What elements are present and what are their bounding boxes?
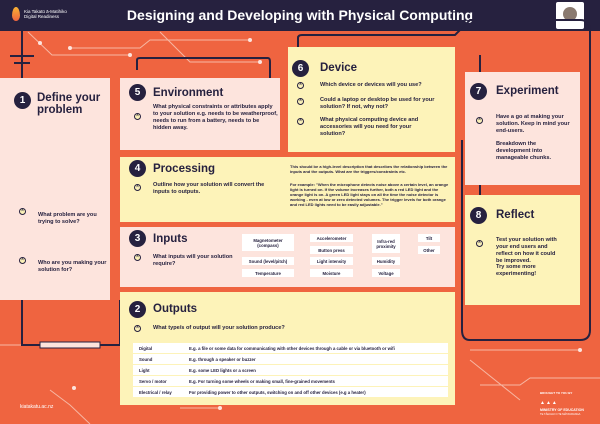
logo-line1: Kia Takatū ā-Matihiko <box>24 9 67 14</box>
processing-text: Outline how your solution will convert t… <box>153 182 265 195</box>
checkpoint-icon: × <box>134 184 141 191</box>
output-name: Servo / motor <box>139 378 167 384</box>
checkpoint-icon: × <box>476 240 483 247</box>
processing-note-2: For example: "When the microphone detect… <box>290 182 449 207</box>
step-number: 8 <box>470 207 487 224</box>
logo-line2: Digital Readiness <box>24 14 60 19</box>
step-define-panel <box>0 78 110 300</box>
checkpoint-icon: × <box>476 117 483 124</box>
output-name: Light <box>139 367 150 373</box>
output-row: Sound E.g. through a speaker or buzzer <box>133 354 448 364</box>
reflect-text-2: Try some more experimenting! <box>496 264 537 277</box>
step-title: Experiment <box>496 85 559 97</box>
step-number: 7 <box>470 83 487 100</box>
checkpoint-icon: × <box>297 118 304 125</box>
define-question-2: Who are you making your solution for? <box>38 260 107 273</box>
website-link[interactable]: kiatakatu.ac.nz <box>20 404 54 410</box>
step-number: 4 <box>129 160 146 177</box>
step-number: 1 <box>14 92 31 109</box>
experiment-text-1: Have a go at making your solution. Keep … <box>496 114 570 134</box>
output-name: Digital <box>139 345 153 351</box>
experiment-text-2: Breakdown the development into manageabl… <box>496 141 552 161</box>
input-chip: Button press <box>310 246 353 254</box>
output-row: Light E.g. some LED lights or a screen <box>133 365 448 375</box>
step-title: Define your problem <box>37 92 101 116</box>
device-question-3: What physical computing device and acces… <box>320 117 419 137</box>
brought-by-label: BROUGHT TO YOU BY <box>540 391 573 395</box>
input-chip: Tilt <box>418 234 440 242</box>
define-question-1: What problem are you trying to solve? <box>38 212 97 225</box>
step-number: 3 <box>129 230 146 247</box>
outputs-text: What type/s of output will your solution… <box>153 325 285 331</box>
inputs-text: What inputs will your solution require? <box>153 254 233 267</box>
output-desc: E.g. a file or some data for communicati… <box>189 345 395 351</box>
moe-crown-icon: ▲▲▲ <box>540 400 558 406</box>
input-chip: Light intensity <box>310 257 353 265</box>
step-number: 5 <box>129 84 146 101</box>
checkpoint-icon: × <box>19 208 26 215</box>
output-desc: E.g. through a speaker or buzzer <box>189 356 256 362</box>
input-chip: Temperature <box>242 269 294 277</box>
step-title: Inputs <box>153 233 188 245</box>
output-name: Sound <box>139 356 153 362</box>
ministry-name: MINISTRY OF EDUCATION <box>540 408 584 412</box>
output-desc: For providing power to other outputs, sw… <box>189 389 366 395</box>
step-title: Outputs <box>153 303 198 315</box>
page-title: Designing and Developing with Physical C… <box>126 7 474 23</box>
step-environment-panel <box>120 78 280 150</box>
step-title: Environment <box>153 87 224 99</box>
ministry-maori-name: TE TĀHUHU O TE MĀTAURANGA <box>540 413 581 416</box>
device-question-1: Which device or devices will you use? <box>320 82 422 88</box>
output-name: Electrical / relay <box>139 389 172 395</box>
output-desc: E.g. some LED lights or a screen <box>189 367 256 373</box>
input-chip: Magnetometer (compass) <box>242 234 294 251</box>
output-row: Electrical / relay For providing power to… <box>133 387 448 397</box>
processing-note-1: This should be a high-level description … <box>290 164 448 174</box>
checkpoint-icon: × <box>134 113 141 120</box>
device-question-2: Could a laptop or desktop be used for yo… <box>320 97 435 110</box>
output-row: Servo / motor E.g. For turning some wheel… <box>133 376 448 386</box>
output-desc: E.g. For turning some wheels or making s… <box>189 378 335 384</box>
input-chip: Infra-red proximity <box>372 234 400 253</box>
input-chip: Other <box>418 246 440 254</box>
avatar <box>556 2 584 29</box>
input-chip: Moisture <box>310 269 353 277</box>
step-number: 6 <box>292 60 309 77</box>
input-chip: Humidity <box>372 257 400 265</box>
checkpoint-icon: × <box>134 325 141 332</box>
flame-icon <box>12 7 20 21</box>
checkpoint-icon: × <box>134 254 141 261</box>
step-processing-panel <box>120 157 455 222</box>
input-chip: Voltage <box>372 269 400 277</box>
environment-text: What physical constraints or attributes … <box>153 104 278 131</box>
step-number: 2 <box>129 301 146 318</box>
checkpoint-icon: × <box>19 257 26 264</box>
reflect-text-1: Test your solution with your end users a… <box>496 237 557 264</box>
input-chip: Accelerometer <box>310 234 353 242</box>
step-title: Device <box>320 62 358 74</box>
step-title: Processing <box>153 163 215 175</box>
step-title: Reflect <box>496 209 535 221</box>
input-chip: Sound (level/pitch) <box>242 257 294 265</box>
checkpoint-icon: × <box>297 82 304 89</box>
output-row: Digital E.g. a file or some data for comm… <box>133 343 448 353</box>
checkpoint-icon: × <box>297 98 304 105</box>
step-device-panel <box>288 47 455 152</box>
